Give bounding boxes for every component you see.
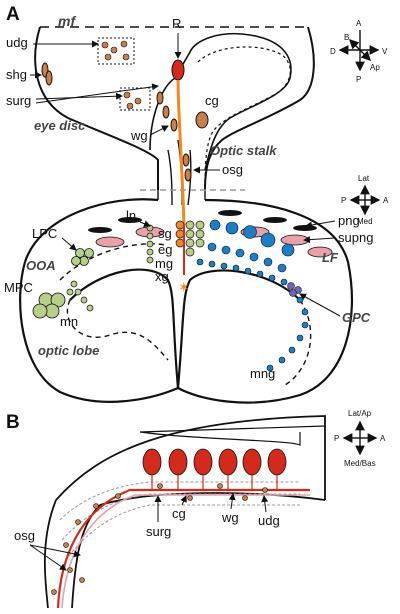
- label-lpc: LPC: [32, 226, 57, 241]
- axis-med: Med: [357, 217, 373, 226]
- label-b-surg: surg: [146, 524, 171, 539]
- label-mf: mf: [58, 13, 76, 29]
- label-b-osg: osg: [14, 528, 35, 543]
- panel-b-label: B: [6, 412, 20, 433]
- panel-b-axons: [56, 488, 310, 609]
- label-mng: mng: [250, 366, 275, 381]
- supng-arrow: [303, 236, 336, 244]
- label-xg: xg: [155, 269, 169, 284]
- label-b-cg: cg: [172, 506, 186, 521]
- label-eye-disc: eye disc: [34, 118, 86, 133]
- label-ooa: OOA: [26, 258, 56, 273]
- png-arrow: [305, 220, 336, 229]
- axis-mid-p: P: [341, 196, 346, 205]
- axis-b-p: P: [334, 434, 339, 443]
- label-b-udg: udg: [258, 513, 280, 528]
- photoreceptor-axons: [151, 475, 278, 490]
- label-gpc: GPC: [342, 310, 371, 325]
- lamina-neurons: [146, 224, 154, 264]
- panel-b-axons-2: [61, 494, 310, 609]
- label-surg: surg: [6, 93, 31, 108]
- axis-mid-a: A: [383, 196, 389, 205]
- axis-b-top: Lat/Ap: [348, 409, 372, 418]
- axis-v: V: [382, 47, 388, 56]
- axis-compass-top: [338, 30, 380, 72]
- b-osg-arrow-2: [29, 544, 81, 558]
- photoreceptor-r: [171, 59, 186, 226]
- gpc-cluster: [287, 282, 302, 297]
- axis-a: A: [356, 19, 362, 28]
- b-udg-arrow: [261, 495, 269, 513]
- eye-disc: [34, 26, 315, 191]
- photoreceptor-row: [142, 448, 287, 476]
- perineurial-glia: [88, 210, 317, 233]
- axis-compass-mid: [349, 184, 381, 216]
- label-lf: LF: [322, 250, 339, 265]
- gpc-arrow: [299, 293, 341, 317]
- label-ln: ln: [126, 208, 136, 223]
- ln-arrow: [139, 220, 151, 228]
- panel-a-label: A: [6, 4, 20, 25]
- subperineurial-glia: [95, 226, 333, 258]
- label-wg: wg: [130, 128, 148, 143]
- brain-outline: [19, 198, 354, 404]
- udg-cluster: [97, 37, 135, 65]
- label-optic-stalk: Optic stalk: [210, 143, 277, 158]
- label-udg: udg: [6, 35, 28, 50]
- label-mn: mn: [60, 314, 78, 329]
- medulla-neurons: [66, 280, 94, 312]
- axis-b-bottom: Med/Bas: [344, 459, 376, 468]
- label-supng: supng: [338, 230, 373, 245]
- label-shg: shg: [6, 67, 27, 82]
- b-wg-arrow: [228, 493, 236, 510]
- label-sg: sg: [158, 226, 172, 241]
- axis-d: D: [330, 47, 336, 56]
- wg-cells: [156, 91, 192, 182]
- cg-cell: [195, 111, 209, 129]
- label-osg: osg: [222, 162, 243, 177]
- lpc-arrow: [61, 237, 77, 251]
- wg-arrow: [149, 125, 169, 136]
- axis-compass-b: [342, 420, 378, 456]
- label-b-wg: wg: [221, 510, 239, 525]
- blue-glia: [196, 219, 309, 372]
- axis-p: P: [356, 75, 361, 84]
- label-r: R: [172, 16, 181, 31]
- panel-b-glia: [51, 483, 268, 595]
- b-cg-arrow: [180, 495, 187, 506]
- label-eg: eg: [158, 242, 172, 257]
- label-png: png: [338, 213, 360, 228]
- axis-b-a: A: [380, 434, 386, 443]
- axis-b: B: [344, 33, 349, 42]
- axis-ap: Ap: [370, 63, 380, 72]
- lpc-cluster: [71, 248, 94, 266]
- label-mg: mg: [155, 256, 173, 271]
- axis-lat: Lat: [358, 174, 370, 183]
- label-mpc: MPC: [4, 280, 33, 295]
- surg-cluster: [119, 87, 151, 111]
- shg-cells: [41, 62, 53, 86]
- label-optic-lobe: optic lobe: [38, 343, 99, 358]
- mpc-cluster: [32, 292, 66, 319]
- b-osg-arrow-1: [29, 544, 67, 571]
- surg-arrow-2: [35, 83, 159, 104]
- label-cg: cg: [205, 93, 219, 108]
- axon-terminal-star: ✶: [178, 280, 190, 296]
- lamina-glia: [175, 220, 205, 257]
